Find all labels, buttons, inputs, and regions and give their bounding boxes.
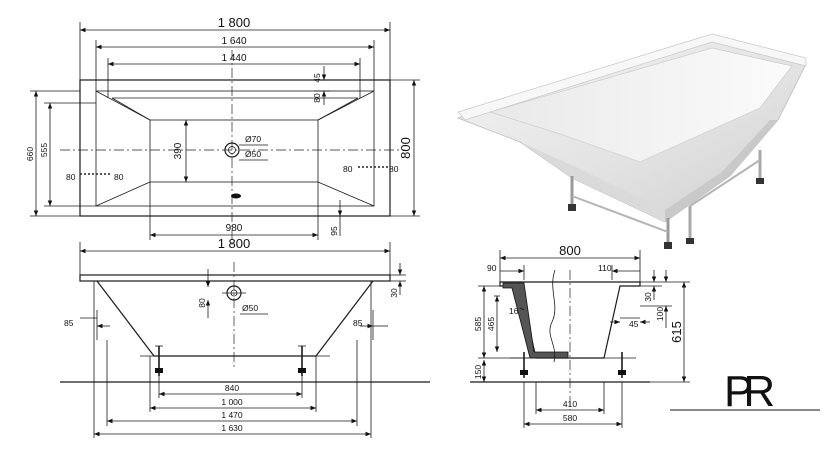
plan-width-555: 555 — [39, 143, 49, 157]
section-height-615: 615 — [669, 321, 684, 343]
plan-rim-45: 45 — [312, 73, 322, 83]
plan-length-1440: 1 440 — [221, 53, 246, 64]
side-rim-30: 30 — [389, 288, 399, 298]
side-drain-50: Ø50 — [242, 303, 258, 313]
plan-bottom-980: 980 — [226, 223, 243, 234]
side-slope-85-right: 85 — [353, 318, 363, 328]
side-leg-right — [298, 345, 306, 376]
plan-bottom-95: 95 — [329, 226, 339, 236]
plan-inner-rim — [95, 90, 375, 207]
side-leg-left — [155, 345, 163, 376]
plan-outer-rim — [79, 79, 391, 217]
section-rim-30: 30 — [643, 292, 653, 302]
plan-bottom-390: 390 — [173, 142, 184, 159]
side-leg-840: 840 — [225, 383, 239, 393]
logo-initials: PR — [724, 367, 773, 416]
plan-width-660: 660 — [25, 147, 35, 161]
section-leg-410: 410 — [563, 399, 577, 409]
side-leg-1470: 1 470 — [221, 410, 243, 420]
side-view: 1 800 80 Ø50 30 — [60, 236, 430, 438]
plan-rim-80: 80 — [312, 93, 322, 103]
section-height-465: 465 — [486, 317, 496, 331]
plan-view: 1 800 1 640 1 440 45 80 800 660 555 — [25, 15, 420, 245]
plan-side-80-left-out: 80 — [66, 172, 76, 182]
plan-length-1800: 1 800 — [218, 15, 251, 30]
section-wall-16: 16 — [509, 306, 519, 316]
side-slope-85-left: 85 — [64, 318, 74, 328]
plan-length-1640: 1 640 — [221, 36, 246, 47]
plan-bottom — [149, 119, 319, 183]
plan-drain-70: Ø70 — [245, 134, 261, 144]
drain-icon — [224, 142, 240, 158]
plan-side-80-left-in: 80 — [114, 172, 124, 182]
side-leg-1630: 1 630 — [221, 423, 243, 433]
section-height-585: 585 — [473, 317, 483, 331]
plan-side-80-right-out: 80 — [389, 164, 399, 174]
side-length-1800: 1 800 — [218, 236, 251, 251]
section-overhang-45: 45 — [629, 319, 639, 329]
side-leg-1000: 1 000 — [221, 397, 243, 407]
section-rim-90: 90 — [487, 263, 497, 273]
side-drain-80: 80 — [197, 298, 207, 308]
section-leg-580: 580 — [563, 413, 577, 423]
side-body — [96, 280, 374, 357]
section-rim-100: 100 — [655, 307, 665, 321]
section-width-800: 800 — [559, 243, 581, 258]
brand-logo: PR — [670, 367, 820, 416]
plan-side-80-right-in: 80 — [343, 164, 353, 174]
section-height-150: 150 — [473, 365, 483, 379]
side-rim — [79, 274, 391, 282]
cross-section-view: 800 90 110 16 585 465 1 — [470, 243, 690, 428]
plan-drain-50: Ø50 — [245, 149, 261, 159]
bathtub-illustration — [456, 33, 807, 249]
plan-width-800: 800 — [398, 137, 413, 159]
overflow-icon — [231, 193, 241, 199]
section-rim-110: 110 — [598, 263, 612, 273]
